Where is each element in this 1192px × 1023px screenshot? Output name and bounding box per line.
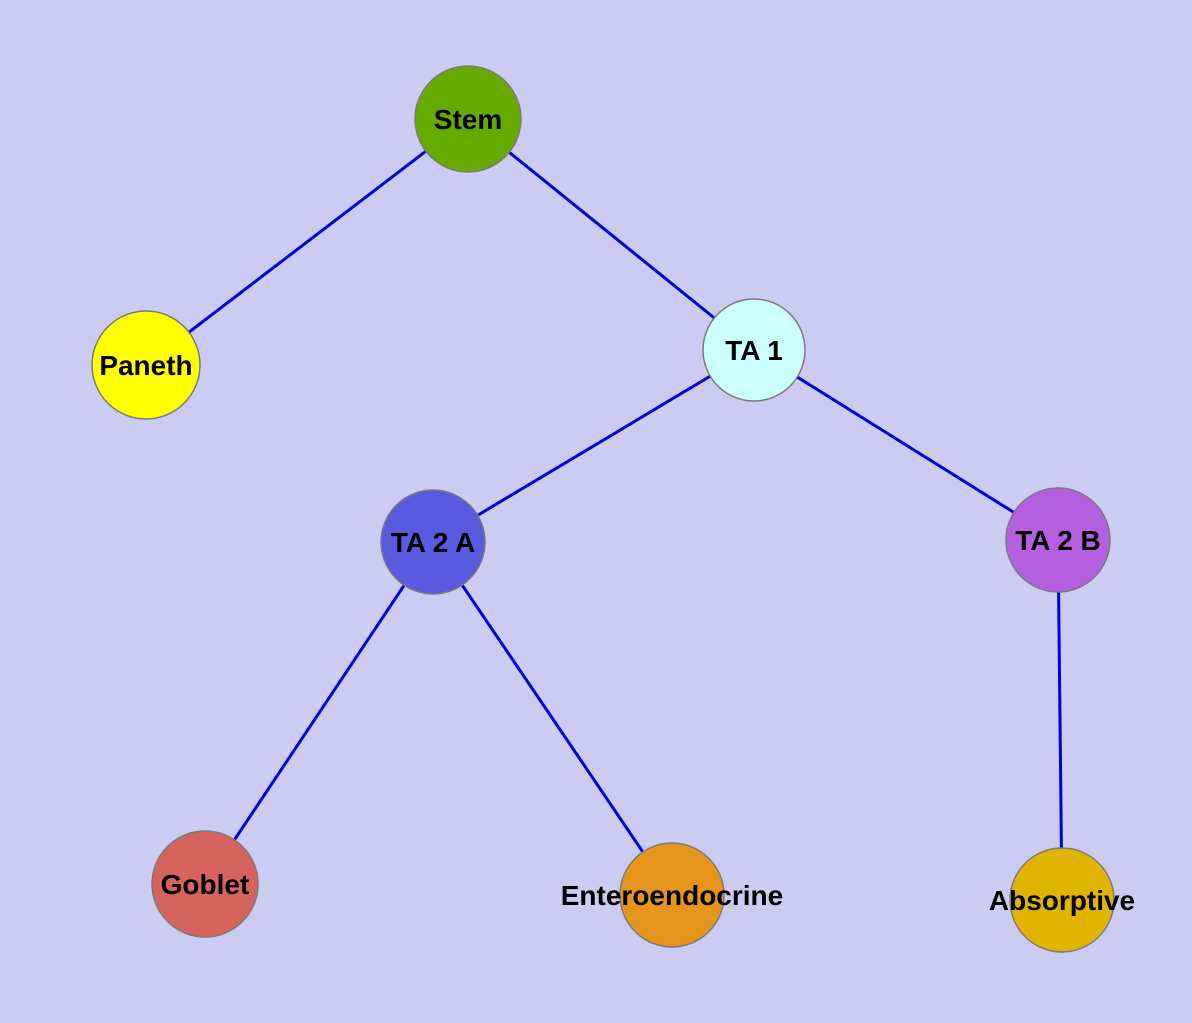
edge-ta1-ta2b <box>753 348 1059 542</box>
edge-ta1-ta2a <box>432 348 755 544</box>
node-ta2a[interactable]: TA 2 A <box>380 489 486 595</box>
edge-ta2a-enteroendocrine <box>431 541 674 896</box>
node-ta2b[interactable]: TA 2 B <box>1005 487 1111 593</box>
node-circle-stem[interactable] <box>414 65 522 173</box>
node-ta1[interactable]: TA 1 <box>702 298 806 402</box>
node-circle-enteroendocrine[interactable] <box>619 842 725 948</box>
edge-stem-ta1 <box>467 117 755 352</box>
edge-ta2b-absorptive <box>1056 539 1064 901</box>
node-circle-ta2a[interactable] <box>380 489 486 595</box>
node-circle-paneth[interactable] <box>91 310 201 420</box>
node-paneth[interactable]: Paneth <box>91 310 201 420</box>
node-enteroendocrine[interactable]: Enteroendocrine <box>561 842 783 948</box>
node-circle-ta2b[interactable] <box>1005 487 1111 593</box>
node-circle-ta1[interactable] <box>702 298 806 402</box>
edge-ta2a-goblet <box>203 541 435 885</box>
node-circle-goblet[interactable] <box>151 830 259 938</box>
node-circle-absorptive[interactable] <box>1009 847 1115 953</box>
node-stem[interactable]: Stem <box>414 65 522 173</box>
edge-stem-paneth <box>145 117 469 367</box>
node-goblet[interactable]: Goblet <box>151 830 259 938</box>
node-absorptive[interactable]: Absorptive <box>989 847 1135 953</box>
